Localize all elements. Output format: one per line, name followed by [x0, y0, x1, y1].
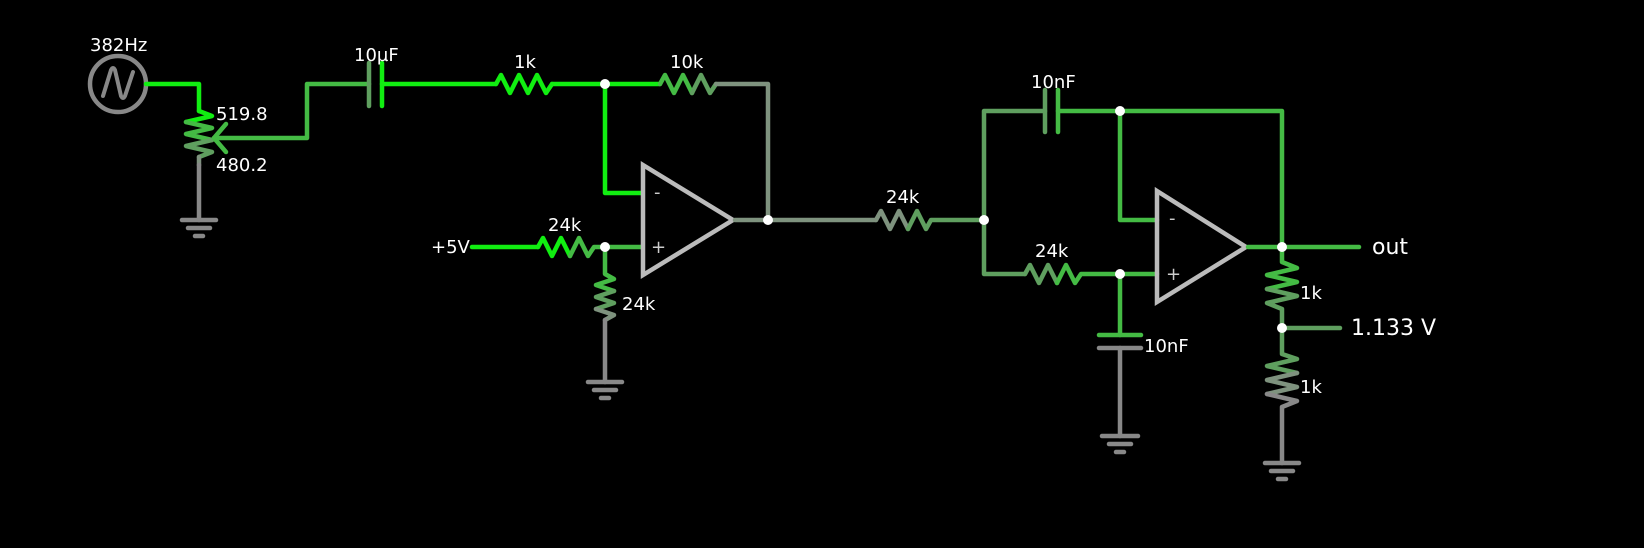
- sine-wave-icon: [101, 66, 135, 100]
- wire[interactable]: [1117, 108, 1160, 223]
- r-stage2-b-label: 24k: [1035, 241, 1069, 262]
- resistor-1k-divider-top[interactable]: [1264, 244, 1300, 292]
- opamp-triangle-icon: [1154, 186, 1251, 307]
- resistor-24k-bias-top[interactable]: [535, 235, 573, 259]
- pot-lower-label: 480.2: [216, 155, 268, 176]
- cap-stage2-gnd-label: 10nF: [1144, 336, 1189, 357]
- r-feedback-label: 10k: [670, 52, 704, 73]
- source-frequency-label: 382Hz: [90, 35, 147, 56]
- supply-label: +5V: [431, 237, 471, 258]
- probe-voltage-readout: 1.133 V: [1351, 316, 1436, 341]
- r-stage2-in-label: 24k: [886, 187, 920, 208]
- opamp-minus-sign: -: [654, 182, 661, 203]
- junction-node: [979, 215, 989, 225]
- opamp-1[interactable]: - +: [640, 160, 738, 280]
- resistor-24k-bias-bottom[interactable]: [593, 244, 617, 294]
- ground-icon: [585, 379, 625, 401]
- junction-node: [1277, 242, 1287, 252]
- junction-node: [1115, 106, 1125, 116]
- resistor-10k[interactable]: [657, 72, 695, 96]
- resistor-24k-stage2b[interactable]: [1022, 262, 1060, 286]
- r-div-bottom-label: 1k: [1300, 377, 1322, 398]
- opamp-plus-sign: +: [1166, 264, 1181, 285]
- junction-node: [600, 79, 610, 89]
- junction-node: [1115, 269, 1125, 279]
- junction-node: [763, 215, 773, 225]
- resistor-24k-stage2[interactable]: [873, 208, 911, 232]
- wiper-wire: [211, 81, 372, 141]
- wiper-arrow-icon: [211, 121, 229, 155]
- wire[interactable]: [602, 81, 645, 196]
- ground-icon: [179, 217, 219, 239]
- ground-icon: [1262, 460, 1302, 482]
- wire[interactable]: [1055, 108, 1285, 250]
- resistor-1k-divider-bottom[interactable]: [1264, 325, 1300, 376]
- cap-input-label: 10µF: [354, 45, 399, 66]
- opamp-triangle-icon: [640, 160, 738, 280]
- junction-node: [1277, 323, 1287, 333]
- resistor-1k[interactable]: [493, 72, 555, 96]
- potentiometer[interactable]: [183, 81, 372, 223]
- cap-stage2-fb-label: 10nF: [1031, 72, 1076, 93]
- pot-upper-label: 519.8: [216, 104, 268, 125]
- junction-nodes: [600, 79, 1287, 333]
- r-bias-top-label: 24k: [548, 215, 582, 236]
- ac-source[interactable]: [87, 53, 149, 115]
- opamp-2[interactable]: - +: [1154, 186, 1251, 307]
- opamp-minus-sign: -: [1169, 208, 1176, 229]
- r-div-top-label: 1k: [1300, 283, 1322, 304]
- opamp-plus-sign: +: [651, 237, 666, 258]
- wire[interactable]: [981, 108, 1048, 223]
- ground-icon: [1099, 433, 1141, 455]
- r-bias-bottom-label: 24k: [622, 294, 656, 315]
- wire[interactable]: [143, 81, 202, 114]
- r-in-label: 1k: [514, 52, 536, 73]
- junction-node: [600, 242, 610, 252]
- output-label: out: [1372, 235, 1408, 260]
- wire[interactable]: [981, 217, 1028, 277]
